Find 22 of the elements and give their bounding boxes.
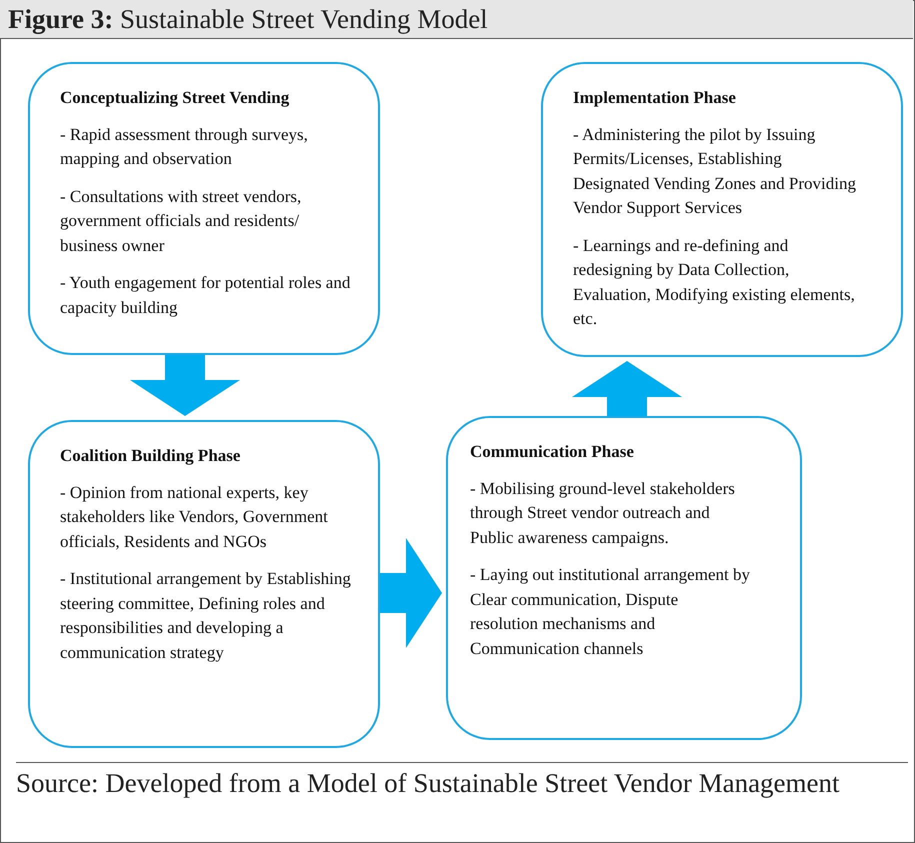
phase-box <box>28 420 380 748</box>
bullet-text: - Learnings and re-defining and redesigning by Data Collection, Evaluation, Modifying existing elements, etc. <box>573 234 856 330</box>
phase-box <box>541 62 903 357</box>
bullet-text: - Administering the pilot by Issuing Permits/Licenses, Establishing Designated Vending Zones and Providing Vendor Support Services <box>573 124 857 219</box>
bullet-text: - Rapid assessment through surveys, mapping and observation <box>60 124 309 170</box>
phase-heading: Coalition Building Phase <box>60 445 242 467</box>
block-arrow <box>572 361 682 416</box>
phase-heading: Implementation Phase <box>573 87 737 109</box>
bullet-text: - Institutional arrangement by Establishing steering committee, Defining roles and responsibilities and developing a communication strategy <box>60 568 352 664</box>
phase-box <box>28 62 380 355</box>
figure-title: Figure 3: Sustainable Street Vending Model <box>0 0 913 39</box>
phase-heading: Communication Phase <box>470 441 635 463</box>
phase-box <box>446 416 802 740</box>
bullet-text: - Laying out institutional arrangement by Clear communication, Dispute resolution mechanisms and Communication channels <box>470 564 750 660</box>
bullet-text: - Consultations with street vendors, government officials and residents/ business owner <box>60 186 302 256</box>
bullet-text: - Youth engagement for potential roles and capacity building <box>60 272 352 319</box>
block-arrow <box>380 538 442 648</box>
block-arrow <box>130 355 240 416</box>
bullet-text: - Opinion from national experts, key stakeholders like Vendors, Government officials, Residents and NGOs <box>60 482 329 552</box>
phase-heading: Conceptualizing Street Vending <box>60 87 290 109</box>
bullet-text: - Mobilising ground-level stakeholders through Street vendor outreach and Public awareness campaigns. <box>470 478 736 549</box>
source-caption: Source: Developed from a Model of Sustainable Street Vendor Management <box>16 762 908 803</box>
